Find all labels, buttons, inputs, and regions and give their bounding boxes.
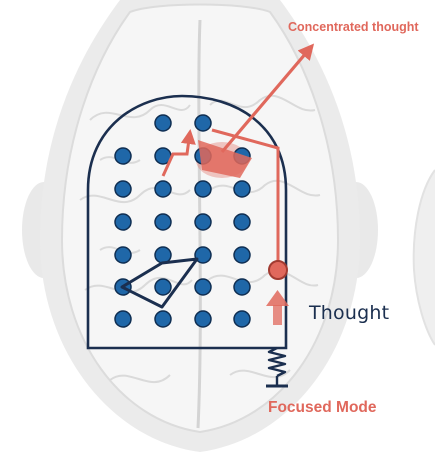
signal-path-shape — [120, 257, 199, 309]
upward-force-arrow — [266, 290, 289, 325]
electrode-array-frame — [86, 94, 288, 350]
electrode-dot — [154, 310, 172, 328]
electrode-dot — [154, 180, 172, 198]
concentrated-thought-arrow — [220, 43, 315, 154]
electrode-dot — [194, 310, 212, 328]
focused-mode-label: Focused Mode — [268, 399, 377, 416]
electrode-dot — [154, 246, 172, 264]
adjacent-head-edge — [412, 169, 435, 346]
concentrated-thought-label: Concentrated thought — [288, 20, 419, 34]
electrode-dot — [154, 213, 172, 231]
thought-label: Thought — [309, 302, 390, 324]
electrode-dot — [154, 114, 172, 132]
thought-branch-arrow — [161, 129, 196, 177]
electrode-dot — [233, 310, 251, 328]
electrode-dot — [194, 114, 212, 132]
thought-path — [161, 43, 315, 268]
electrode-dot — [233, 246, 251, 264]
electrode-dot — [114, 213, 132, 231]
electrode-dot — [114, 180, 132, 198]
electrode-dot — [233, 180, 251, 198]
electrode-dot — [194, 180, 212, 198]
electrode-dot — [194, 213, 212, 231]
brain-illustration — [22, 0, 435, 452]
spring-icon — [266, 346, 288, 388]
electrode-dot — [233, 213, 251, 231]
electrode-dot — [114, 147, 132, 165]
electrode-dot — [114, 246, 132, 264]
concentration-blob — [198, 140, 252, 178]
electrode-grid — [114, 114, 251, 328]
electrode-dot — [154, 278, 172, 296]
electrode-dot — [233, 278, 251, 296]
thought-electrode — [268, 260, 288, 280]
electrode-dot — [194, 246, 212, 264]
electrode-dot — [114, 310, 132, 328]
brain-fissure — [196, 19, 202, 429]
electrode-dot — [194, 278, 212, 296]
